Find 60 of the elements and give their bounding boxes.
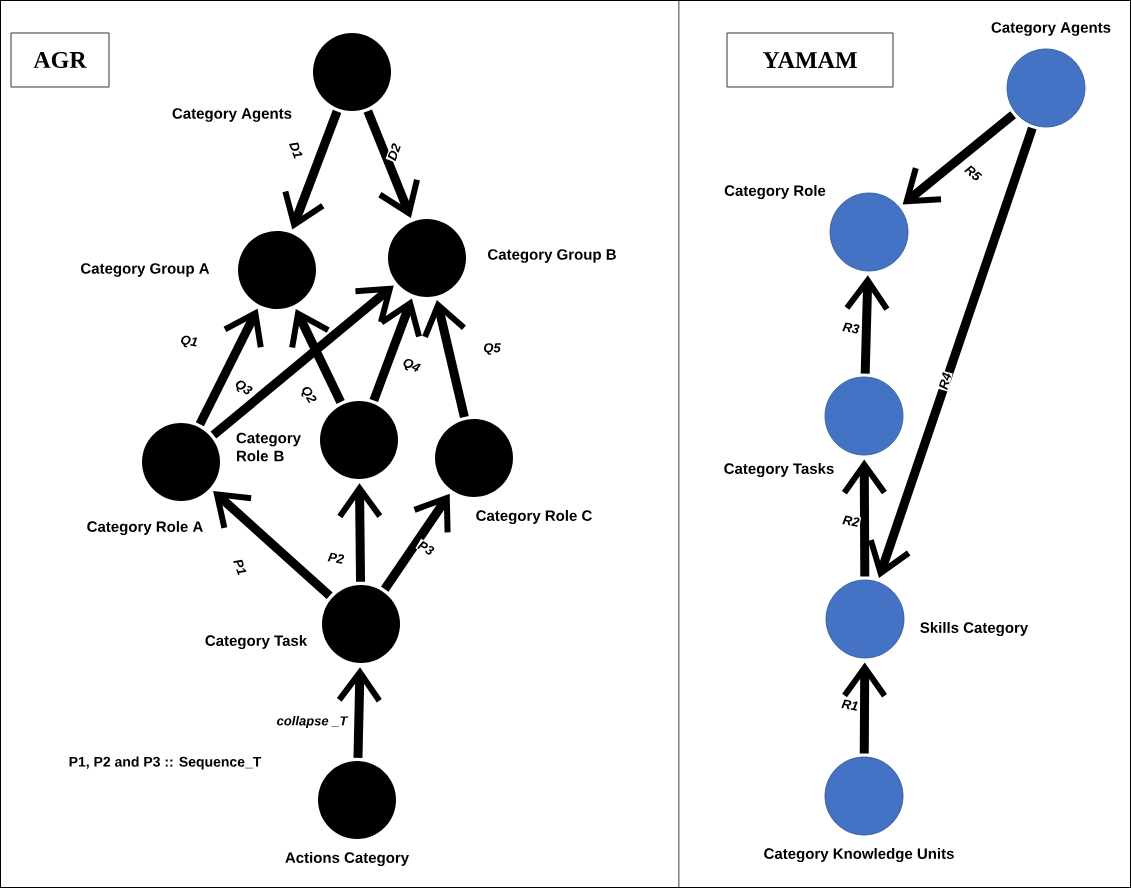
edge-label: R2 xyxy=(840,513,862,529)
edge-label: collapse _T xyxy=(275,714,349,730)
arrow xyxy=(867,126,1037,578)
edge-label: P1 xyxy=(231,556,249,578)
circle-node: Category Agents xyxy=(172,33,391,122)
edge-label: P2 xyxy=(326,551,346,565)
node-label: Category Agents xyxy=(172,108,292,122)
arrow xyxy=(336,667,382,758)
node-label: Category Group B xyxy=(488,249,616,263)
circle-node: Skills Category xyxy=(825,579,1029,659)
circle-node: Category Agents xyxy=(991,22,1111,128)
circle-node: Category Role C xyxy=(435,419,592,524)
circle-node: Category Knowledge Units xyxy=(764,756,954,863)
edge-label: Q5 xyxy=(482,342,502,356)
node-label: Actions Category xyxy=(285,851,410,867)
node-label: Category Role B xyxy=(236,432,301,462)
edge-label: Q2 xyxy=(297,383,319,407)
arrow xyxy=(422,300,469,418)
circle-node: Category Role A xyxy=(87,423,220,535)
arrow xyxy=(842,662,888,754)
arrow xyxy=(210,285,394,439)
node-label: Category Agents xyxy=(991,22,1111,36)
circle-node: Category Group A xyxy=(81,231,316,309)
arrow xyxy=(282,109,342,230)
circle-node: Category Task xyxy=(205,585,400,663)
edge-label: R1 xyxy=(839,698,861,712)
node-label: Category Group A xyxy=(81,263,210,277)
arrow xyxy=(213,490,333,600)
arrow xyxy=(195,308,264,427)
node-label: Category Knowledge Units xyxy=(764,847,954,863)
arrow xyxy=(902,111,1016,205)
edge-label: R4 xyxy=(937,370,953,392)
node-label: Category Role C xyxy=(476,509,592,525)
circle-node: Category Role xyxy=(724,184,909,272)
note: P1, P2 and P3 :: Sequence_T xyxy=(69,756,262,770)
arrow xyxy=(337,483,383,582)
node-label: Category Tasks xyxy=(724,462,834,478)
circle-node: Category Group B xyxy=(388,219,616,297)
edge-label: D2 xyxy=(385,141,403,163)
circle-node: Category Tasks xyxy=(724,376,904,477)
edge-label: Q1 xyxy=(178,333,200,351)
node-label: Category Role xyxy=(724,184,826,200)
edge-label: Q3 xyxy=(231,376,255,400)
edge-label: R3 xyxy=(840,320,862,336)
edge-label: R5 xyxy=(962,162,984,184)
edge-label: Q4 xyxy=(399,355,423,377)
edge-label: D1 xyxy=(287,139,305,161)
node-label: Category Task xyxy=(205,634,308,650)
arrow xyxy=(289,308,345,404)
node-label: Category Role A xyxy=(87,520,203,536)
arrow xyxy=(841,459,887,577)
edge-label: P3 xyxy=(415,538,437,558)
node-label: Skills Category xyxy=(920,621,1029,637)
arrow xyxy=(369,298,422,403)
arrow xyxy=(363,109,420,218)
arrow xyxy=(381,493,451,592)
title-box: YAMAM xyxy=(726,32,894,88)
title-box: AGR xyxy=(10,32,110,88)
arrow xyxy=(844,275,890,374)
circle-node: Actions Category xyxy=(285,761,409,867)
